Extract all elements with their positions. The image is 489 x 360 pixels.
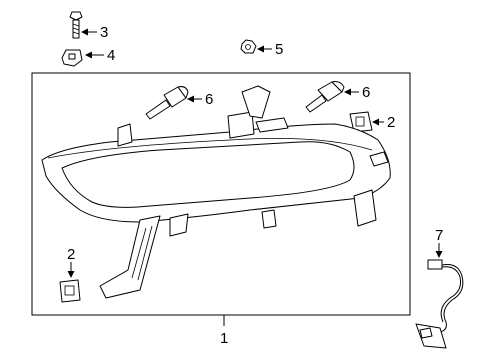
- bulb-part-6-right: [305, 81, 345, 113]
- wiring-harness-part-7: [415, 259, 464, 349]
- callout-6-right: 6: [362, 84, 370, 101]
- callout-3: 3: [100, 24, 108, 41]
- grommet-part-2-left: [59, 279, 81, 303]
- screw-part-3: [69, 11, 83, 39]
- callout-1: 1: [220, 330, 228, 347]
- callout-5: 5: [275, 41, 283, 58]
- assembly-frame: [31, 72, 411, 316]
- bulb-part-6-left: [145, 86, 189, 120]
- grommet-part-2-right: [349, 111, 373, 133]
- callout-4: 4: [107, 47, 115, 64]
- callout-7: 7: [435, 227, 443, 244]
- fog-lamp-housing-part-1: [41, 85, 391, 299]
- callout-2-left: 2: [67, 246, 75, 263]
- clip-nut-part-4: [61, 49, 83, 67]
- callout-2-right: 2: [387, 114, 395, 131]
- hex-nut-part-5: [240, 39, 257, 54]
- callout-6-left: 6: [205, 91, 213, 108]
